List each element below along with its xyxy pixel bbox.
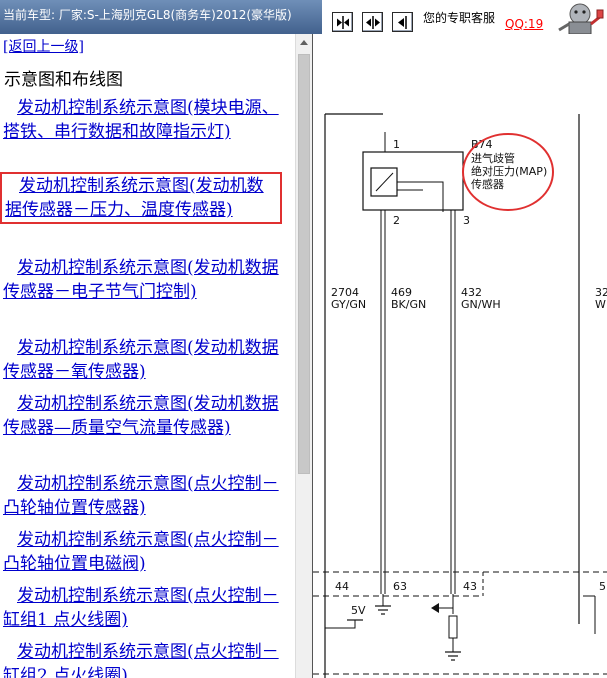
wire-color-469: BK/GN <box>391 298 426 311</box>
highlight-circle <box>462 133 554 211</box>
ecm-pin-44: 44 <box>335 580 349 593</box>
nav-first-icon <box>337 16 349 29</box>
diagram-link-text: 发动机控制系统示意图(点火控制－凸轮轴位置传感器) <box>3 474 279 518</box>
vehicle-info-text: 当前车型: 厂家:S-上海别克GL8(商务车)2012(豪华版) <box>3 8 292 22</box>
diagram-link-text: 发动机控制系统示意图(点火控制－凸轮轴位置电磁阀) <box>3 530 279 574</box>
qq-contact-link[interactable]: QQ:19 <box>505 17 544 31</box>
pin-3-label: 3 <box>463 214 470 227</box>
top-bar: 当前车型: 厂家:S-上海别克GL8(商务车)2012(豪华版) 您的专职客服 … <box>0 0 607 34</box>
diagram-link-pressure-temp-sensors[interactable]: 发动机控制系统示意图(发动机数据传感器－压力、温度传感器) <box>0 172 282 224</box>
nav-prev-button[interactable] <box>392 12 413 32</box>
wiring-diagram-panel: 1 2 3 B74 进气歧管 绝对压力(MAP) 传感器 2704 GY/GN … <box>312 34 607 678</box>
component-name-line2: 绝对压力(MAP) <box>471 164 547 178</box>
wire-circuit-432: 432 <box>461 286 482 299</box>
scroll-up-arrow-icon <box>300 40 308 45</box>
wire-color-2704: GY/GN <box>331 298 366 311</box>
section-title: 示意图和布线图 <box>4 70 123 90</box>
wire-circuit-32: 32 <box>595 286 607 299</box>
diagram-link-text: 发动机控制系统示意图(发动机数据传感器—质量空气流量传感器) <box>3 394 279 438</box>
wiring-diagram: 1 2 3 B74 进气歧管 绝对压力(MAP) 传感器 2704 GY/GN … <box>313 113 607 678</box>
customer-service-label: 您的专职客服 <box>423 11 496 25</box>
vehicle-info-bar: 当前车型: 厂家:S-上海别克GL8(商务车)2012(豪华版) <box>0 0 322 34</box>
wire-color-32: W <box>595 298 606 311</box>
pressure-arrow <box>375 172 394 192</box>
wire-circuit-2704: 2704 <box>331 286 359 299</box>
signal-input-icon <box>431 594 461 661</box>
diagram-link-text: 发动机控制系统示意图(点火控制－缸组2 点火线圈) <box>3 642 279 678</box>
mascot-icon <box>553 0 607 34</box>
diagram-link-bank2-ignition-coil[interactable]: 发动机控制系统示意图(点火控制－缸组2 点火线圈) <box>3 640 285 678</box>
pin-1-label: 1 <box>393 138 400 151</box>
diagram-link-cam-position-solenoid[interactable]: 发动机控制系统示意图(点火控制－凸轮轴位置电磁阀) <box>3 528 285 576</box>
diagram-link-oxygen-sensor[interactable]: 发动机控制系统示意图(发动机数据传感器－氧传感器) <box>3 336 285 384</box>
component-name-line1: 进气歧管 <box>471 151 515 165</box>
back-to-parent-link[interactable]: [返回上一级] <box>3 39 84 55</box>
diagram-link-text: 发动机控制系统示意图(发动机数据传感器－电子节气门控制) <box>3 258 279 302</box>
nav-toggle-button[interactable] <box>362 12 383 32</box>
voltage-reference-label: 5V <box>351 604 366 617</box>
diagram-link-cam-position-sensor[interactable]: 发动机控制系统示意图(点火控制－凸轮轴位置传感器) <box>3 472 285 520</box>
sensor-housing <box>362 151 464 211</box>
ecm-pin-5: 5 <box>599 580 606 593</box>
component-name-line3: 传感器 <box>471 178 504 191</box>
ground-symbol-icon <box>375 594 391 615</box>
diagram-link-text: 发动机控制系统示意图(模块电源、搭铁、串行数据和故障指示灯) <box>3 98 279 142</box>
diagram-link-text: 发动机控制系统示意图(发动机数据传感器－压力、温度传感器) <box>5 176 264 220</box>
diagram-link-text: 发动机控制系统示意图(点火控制－缸组1 点火线圈) <box>3 586 279 630</box>
voltage-ref-trace <box>325 620 356 629</box>
nav-split-icon <box>366 16 380 29</box>
component-id-label: B74 <box>471 138 493 151</box>
left-navigation-panel: [返回上一级] 示意图和布线图 发动机控制系统示意图(模块电源、搭铁、串行数据和… <box>0 34 295 678</box>
ecm-pin-43: 43 <box>463 580 477 593</box>
diagram-link-throttle-control[interactable]: 发动机控制系统示意图(发动机数据传感器－电子节气门控制) <box>3 256 285 304</box>
diagram-link-maf-sensor[interactable]: 发动机控制系统示意图(发动机数据传感器—质量空气流量传感器) <box>3 392 285 440</box>
wire-circuit-469: 469 <box>391 286 412 299</box>
nav-first-button[interactable] <box>332 12 353 32</box>
wire-color-432: GN/WH <box>461 298 501 311</box>
ecm-pin-63: 63 <box>393 580 407 593</box>
diagram-link-text: 发动机控制系统示意图(发动机数据传感器－氧传感器) <box>3 338 279 382</box>
diagram-link-bank1-ignition-coil[interactable]: 发动机控制系统示意图(点火控制－缸组1 点火线圈) <box>3 584 285 632</box>
diagram-link-power-ground[interactable]: 发动机控制系统示意图(模块电源、搭铁、串行数据和故障指示灯) <box>3 96 285 144</box>
left-panel-scrollbar[interactable] <box>295 34 312 678</box>
sensor-signal-trace <box>397 181 444 212</box>
scroll-thumb[interactable] <box>298 54 310 474</box>
nav-left-icon <box>398 16 407 29</box>
pin-2-label: 2 <box>393 214 400 227</box>
scroll-up-button[interactable] <box>296 34 312 51</box>
